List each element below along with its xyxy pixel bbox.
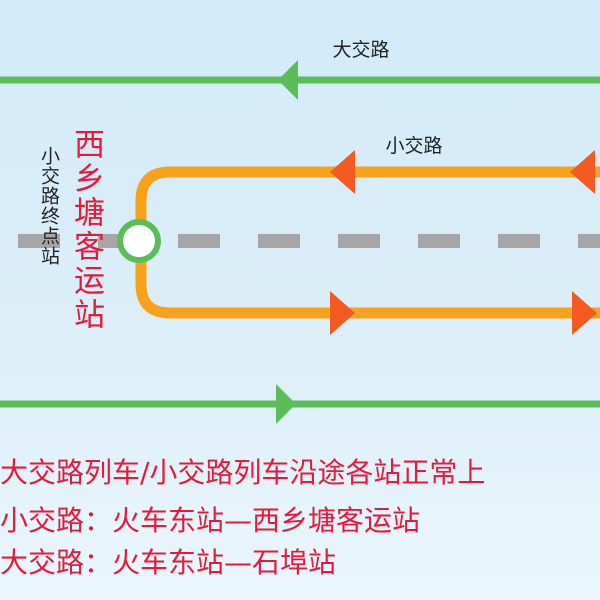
small-route-arrow-right-icon [572,291,597,335]
note-line-1: 大交路列车/小交路列车沿途各站正常上 [0,456,486,489]
station-marker-icon [117,219,161,263]
small-route-arrow-left-icon [330,150,355,194]
small-route-terminus-label: 小交路终点站 [38,146,60,266]
small-route-arrow-right-icon [330,291,355,335]
small-route-arrow-left-icon [570,150,595,194]
small-route-label: 小交路 [385,135,442,157]
note-line-3: 大交路：火车东站—石埠站 [0,546,337,579]
station-name-vertical: 西乡塘客运站 [68,128,104,332]
big-route-label-top: 大交路 [332,39,389,61]
note-line-2: 小交路：火车东站—西乡塘客运站 [0,504,421,537]
big-route-arrow-right-icon [276,384,296,424]
big-route-arrow-left-icon [278,60,298,100]
